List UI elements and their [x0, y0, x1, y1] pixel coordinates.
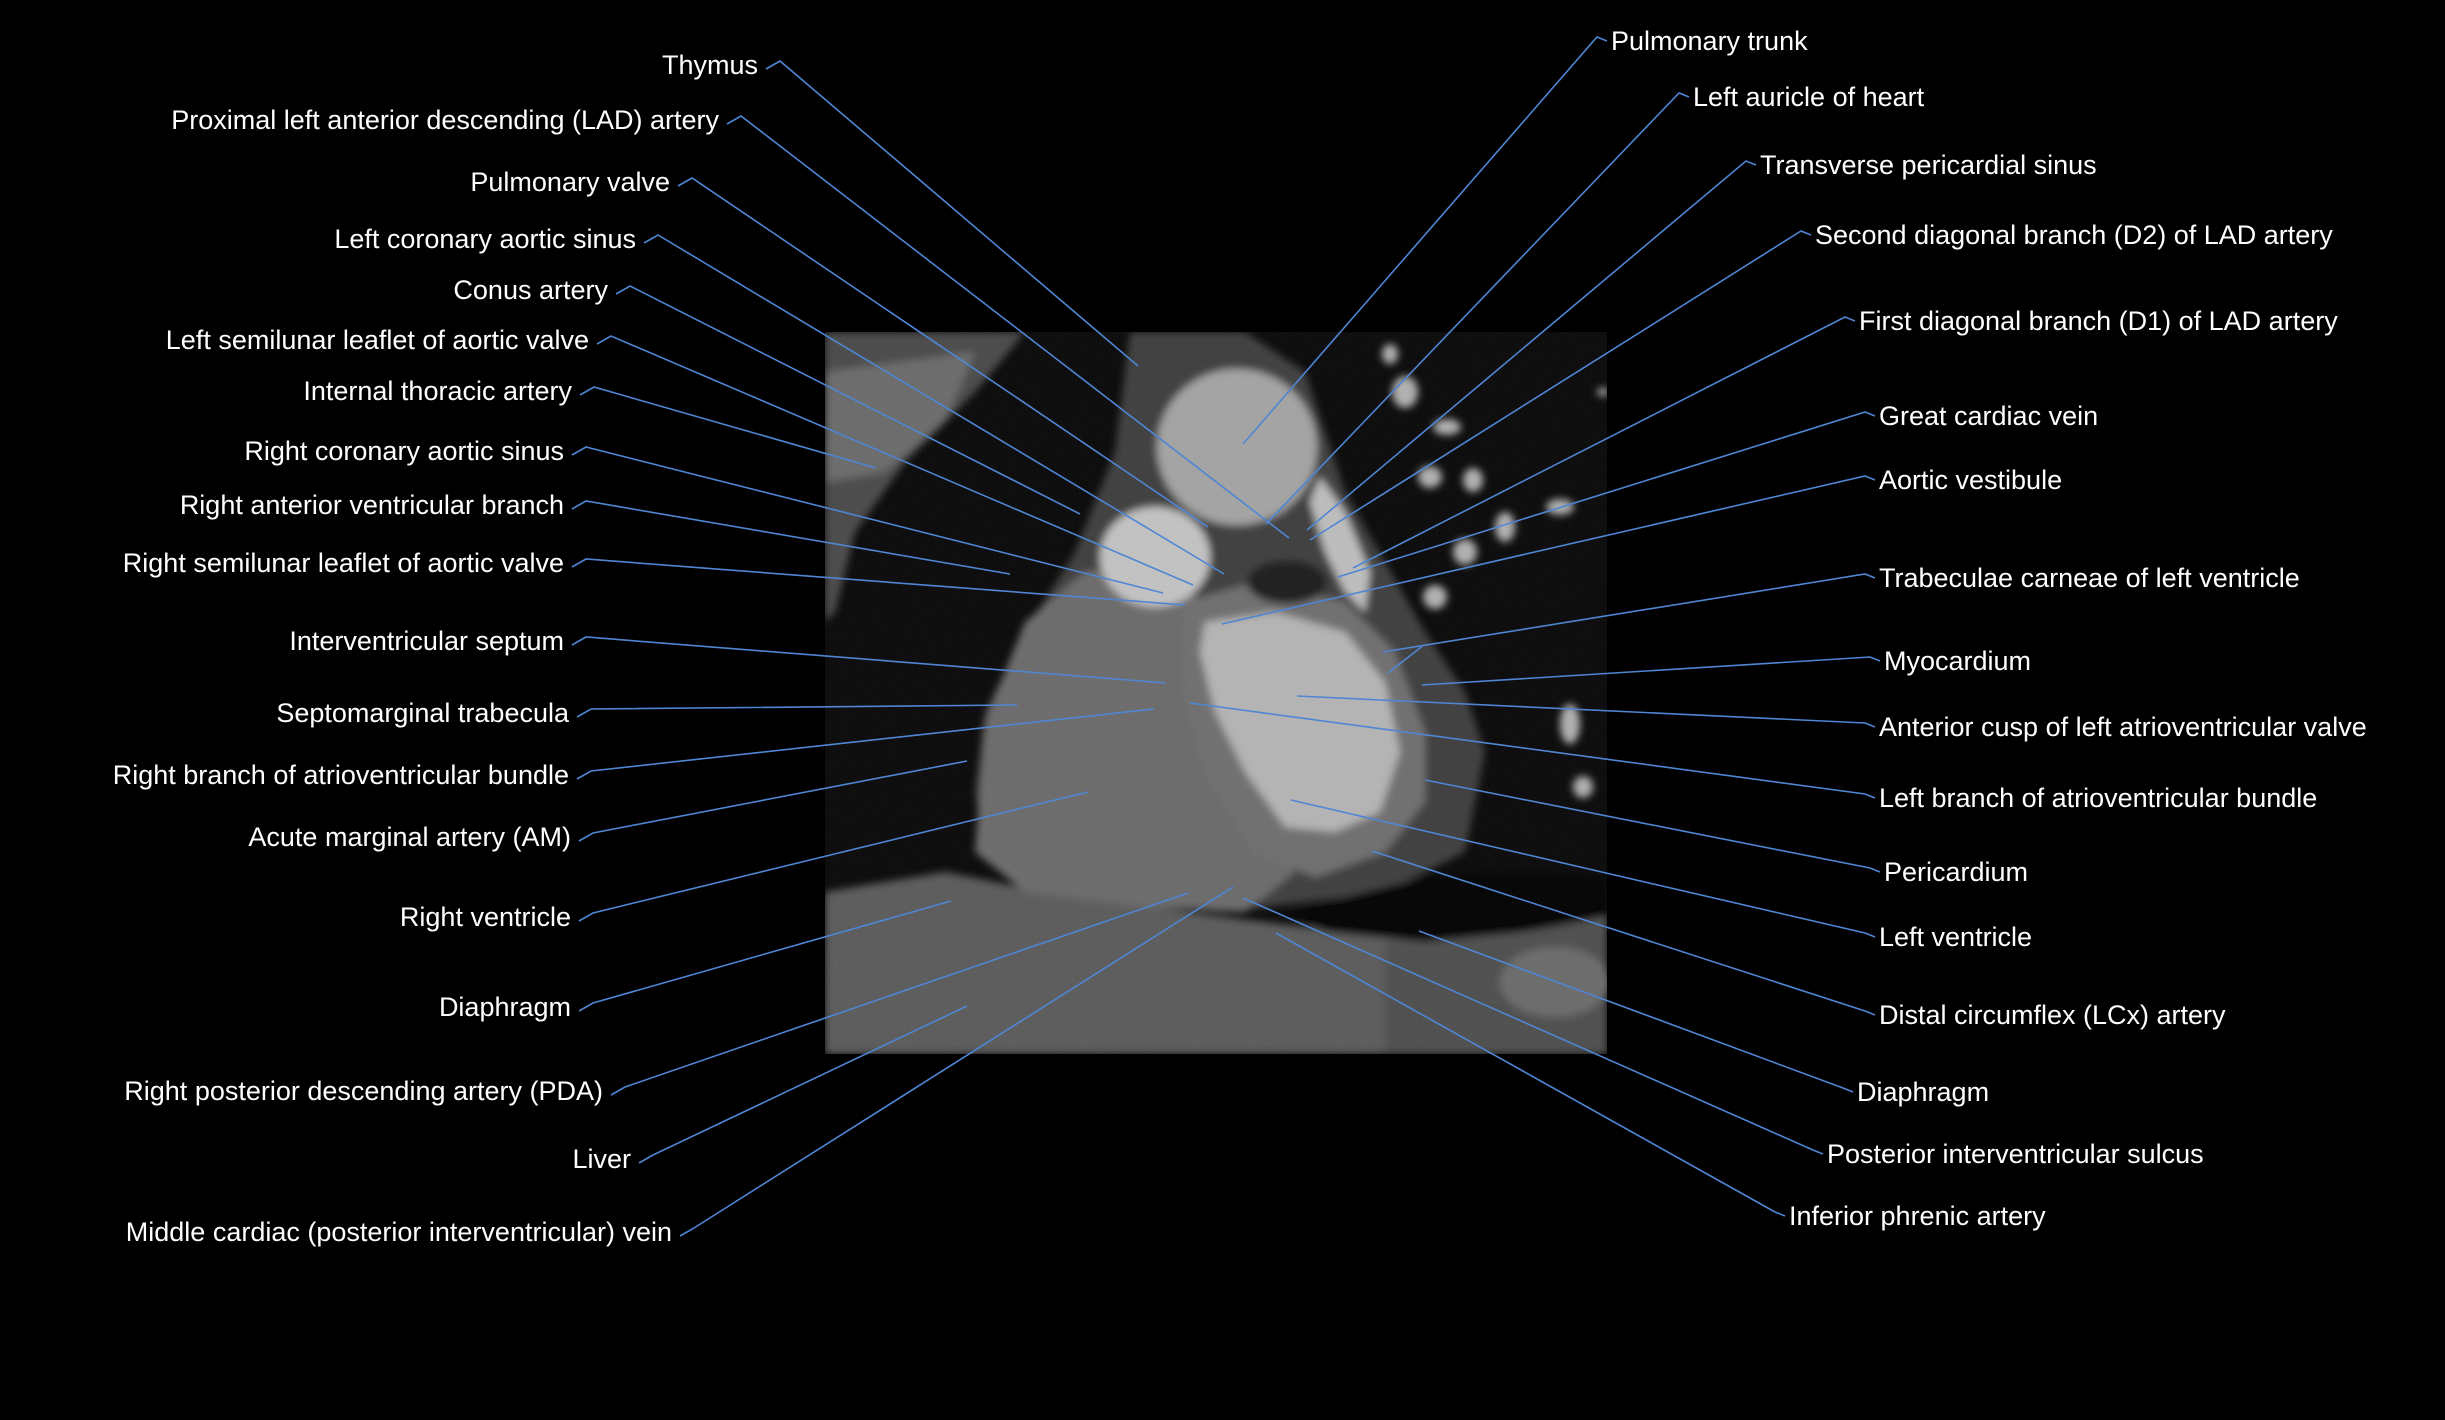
label-proximal-left-anterior-descending-lad-artery: Proximal left anterior descending (LAD) …	[171, 105, 719, 135]
label-internal-thoracic-artery: Internal thoracic artery	[303, 376, 572, 406]
label-pulmonary-trunk: Pulmonary trunk	[1611, 26, 1808, 56]
label-pulmonary-valve: Pulmonary valve	[470, 167, 670, 197]
label-left-ventricle: Left ventricle	[1879, 922, 2033, 952]
label-septomarginal-trabecula: Septomarginal trabecula	[276, 698, 569, 728]
leader-line	[1242, 897, 1824, 1155]
leader-line	[578, 760, 968, 842]
label-posterior-interventricular-sulcus: Posterior interventricular sulcus	[1827, 1139, 2204, 1169]
leader-line	[1371, 850, 1876, 1016]
label-conus-artery: Conus artery	[453, 275, 608, 305]
leader-line	[571, 500, 1011, 575]
leader-line	[1275, 932, 1786, 1217]
label-trabeculae-carneae-of-left-ventricle: Trabeculae carneae of left ventricle	[1879, 563, 2300, 593]
label-right-ventricle: Right ventricle	[399, 902, 571, 932]
label-distal-circumflex-lcx-artery: Distal circumflex (LCx) artery	[1879, 1000, 2226, 1030]
label-transverse-pericardial-sinus: Transverse pericardial sinus	[1760, 150, 2097, 180]
leader-line	[1352, 316, 1856, 569]
label-pericardium: Pericardium	[1884, 857, 2029, 887]
label-left-coronary-aortic-sinus: Left coronary aortic sinus	[334, 224, 636, 254]
leader-line	[571, 636, 1167, 684]
label-second-diagonal-branch-d2-of-lad-artery: Second diagonal branch (D2) of LAD arter…	[1815, 220, 2333, 250]
leader-line	[578, 900, 952, 1012]
leader-line	[1421, 656, 1881, 686]
leader-line	[578, 791, 1089, 922]
leader-line	[1189, 702, 1876, 799]
leader-line	[1306, 160, 1757, 531]
label-great-cardiac-vein: Great cardiac vein	[1879, 401, 2099, 431]
leader-line	[596, 335, 1194, 586]
label-inferior-phrenic-artery: Inferior phrenic artery	[1789, 1201, 2046, 1231]
label-right-branch-of-atrioventricular-bundle: Right branch of atrioventricular bundle	[112, 760, 569, 790]
leader-line	[1290, 799, 1876, 938]
leader-line	[643, 234, 1225, 575]
leader-line	[1424, 779, 1881, 873]
label-interventricular-septum: Interventricular septum	[289, 626, 564, 656]
leader-line	[1418, 930, 1854, 1093]
label-myocardium: Myocardium	[1884, 646, 2032, 676]
leader-line	[1242, 36, 1608, 445]
label-diaphragm: Diaphragm	[1857, 1077, 1990, 1107]
label-left-auricle-of-heart: Left auricle of heart	[1693, 82, 1925, 112]
leader-line	[610, 892, 1189, 1096]
leader-line	[571, 446, 1164, 594]
leader-line	[679, 886, 1234, 1237]
leader-line	[571, 558, 1186, 606]
leader-line	[579, 386, 877, 469]
label-acute-marginal-artery-am: Acute marginal artery (AM)	[248, 822, 571, 852]
leader-line	[576, 704, 1018, 718]
leader-line	[576, 708, 1155, 780]
leader-line	[615, 285, 1081, 515]
label-right-semilunar-leaflet-of-aortic-valve: Right semilunar leaflet of aortic valve	[122, 548, 564, 578]
label-liver: Liver	[572, 1144, 631, 1174]
label-left-semilunar-leaflet-of-aortic-valve: Left semilunar leaflet of aortic valve	[165, 325, 589, 355]
label-middle-cardiac-posterior-interventricular-vein: Middle cardiac (posterior interventricul…	[125, 1217, 672, 1247]
leader-line	[677, 177, 1209, 528]
label-thymus: Thymus	[661, 50, 758, 80]
label-anterior-cusp-of-left-atrioventricular-valve: Anterior cusp of left atrioventricular v…	[1879, 712, 2367, 742]
leader-line	[1387, 645, 1423, 674]
label-left-branch-of-atrioventricular-bundle: Left branch of atrioventricular bundle	[1879, 783, 2318, 813]
label-first-diagonal-branch-d1-of-lad-artery: First diagonal branch (D1) of LAD artery	[1859, 306, 2338, 336]
leader-line	[1296, 695, 1876, 728]
label-right-coronary-aortic-sinus: Right coronary aortic sinus	[244, 436, 564, 466]
label-diaphragm: Diaphragm	[438, 992, 571, 1022]
leader-line	[1221, 475, 1876, 625]
leader-line	[638, 1005, 968, 1164]
leader-line	[1265, 92, 1690, 525]
label-aortic-vestibule: Aortic vestibule	[1879, 465, 2063, 495]
leader-line	[1382, 573, 1876, 653]
label-right-posterior-descending-artery-pda: Right posterior descending artery (PDA)	[124, 1076, 603, 1106]
leader-line	[726, 115, 1290, 539]
label-right-anterior-ventricular-branch: Right anterior ventricular branch	[179, 490, 564, 520]
leader-line	[1337, 411, 1876, 578]
leader-line	[765, 60, 1139, 367]
leader-line	[1309, 230, 1812, 541]
